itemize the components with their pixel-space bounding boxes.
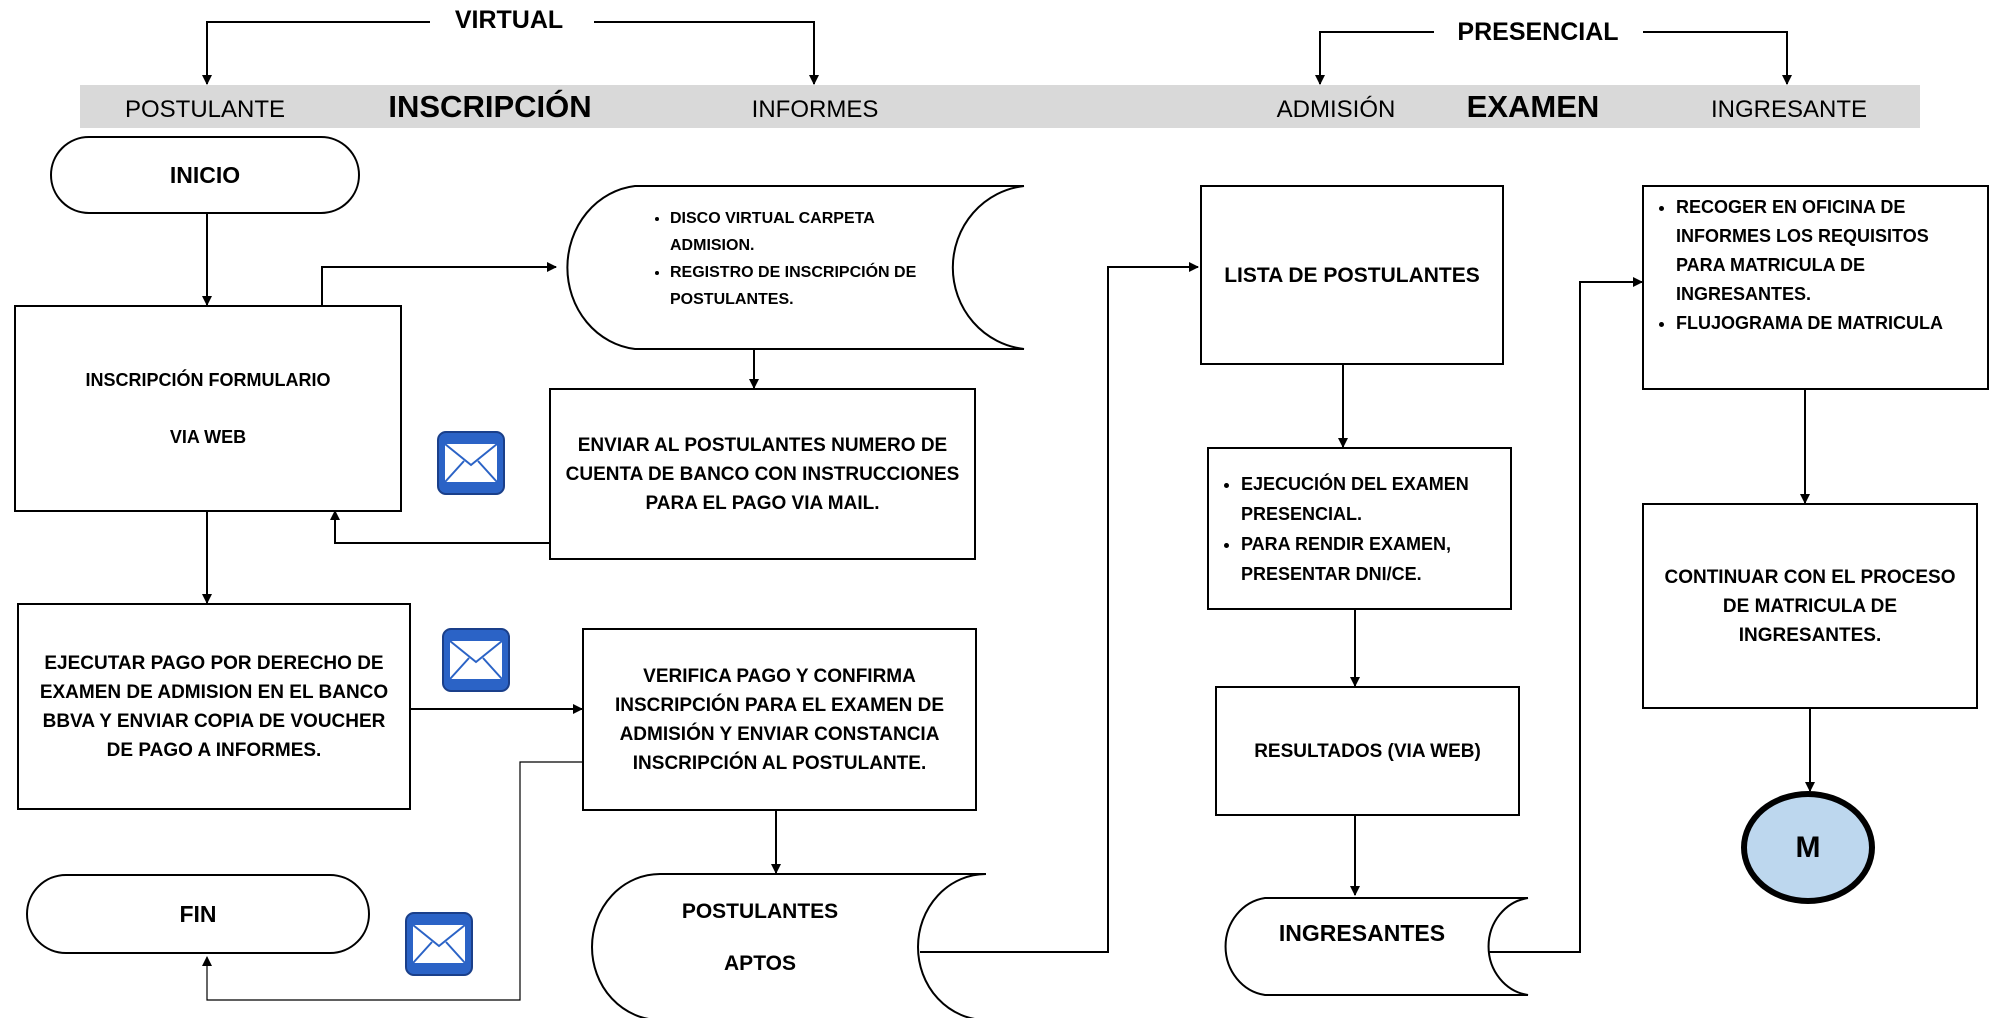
form-label-line2: VIA WEB [169, 426, 247, 447]
process-enviar-cuenta: ENVIAR AL POSTULANTES NUMERO DE CUENTA D… [549, 388, 976, 560]
process-continuar-matricula: CONTINUAR CON EL PROCESO DE MATRICULA DE… [1642, 503, 1978, 709]
header-presencial: PRESENCIAL [1451, 18, 1625, 47]
terminal-inicio: INICIO [50, 136, 360, 214]
enviar-label: ENVIAR AL POSTULANTES NUMERO DE CUENTA D… [565, 434, 960, 514]
terminal-fin: FIN [26, 874, 370, 954]
process-resultados: RESULTADOS (VIA WEB) [1215, 686, 1520, 816]
arrow-enviar-form [330, 510, 549, 544]
inicio-label: INICIO [169, 161, 241, 188]
stored-data-ingresantes-shape [1224, 897, 1529, 996]
recoger-item: RECOGER EN OFICINA DE INFORMES LOS REQUI… [1676, 193, 1977, 309]
lista-label: LISTA DE POSTULANTES [1224, 263, 1480, 287]
aptos-text: POSTULANTES APTOS [640, 900, 880, 976]
mail-icon [437, 431, 505, 495]
arrow-virtual-left [202, 21, 430, 85]
band-label-ingresante: INGRESANTE [1710, 96, 1868, 123]
fin-label: FIN [179, 900, 217, 927]
header-band [80, 85, 1920, 128]
ejecucion-item: PARA RENDIR EXAMEN, PRESENTAR DNI/CE. [1241, 529, 1500, 589]
arrow-ingresantes-recoger [1475, 277, 1643, 953]
ingresantes-text: INGRESANTES [1262, 920, 1462, 947]
arrow-presencial-left [1315, 31, 1434, 85]
stored-data-aptos-shape [591, 873, 987, 1018]
band-label-admision: ADMISIÓN [1276, 96, 1396, 123]
disco-item: DISCO VIRTUAL CARPETA ADMISION. [670, 205, 918, 259]
arrow-virtual-right [594, 21, 819, 85]
recoger-item: FLUJOGRAMA DE MATRICULA [1676, 309, 1977, 338]
ejecucion-item: EJECUCIÓN DEL EXAMEN PRESENCIAL. [1241, 469, 1500, 529]
arrow-form-disco [321, 262, 557, 305]
header-virtual: VIRTUAL [448, 6, 570, 35]
arrow-presencial-right [1643, 31, 1792, 85]
process-recoger-requisitos: RECOGER EN OFICINA DE INFORMES LOS REQUI… [1642, 185, 1989, 390]
process-ejecutar-pago: EJECUTAR PAGO POR DERECHO DE EXAMEN DE A… [17, 603, 411, 810]
form-label-line1: INSCRIPCIÓN FORMULARIO [85, 369, 331, 390]
connector-m: M [1741, 791, 1875, 904]
resultados-label: RESULTADOS (VIA WEB) [1254, 740, 1481, 762]
stored-data-disco-shape [566, 185, 1025, 350]
band-label-informes: INFORMES [751, 96, 879, 123]
verifica-label: VERIFICA PAGO Y CONFIRMA INSCRIPCIÓN PAR… [614, 665, 945, 774]
aptos-label-line1: POSTULANTES [681, 900, 839, 923]
process-ejecucion-examen: EJECUCIÓN DEL EXAMEN PRESENCIAL. PARA RE… [1207, 447, 1512, 610]
line-verifica-fin [202, 761, 582, 1001]
band-label-inscripcion: INSCRIPCIÓN [388, 89, 592, 124]
disco-text: DISCO VIRTUAL CARPETA ADMISION. REGISTRO… [648, 205, 918, 313]
band-label-postulante: POSTULANTE [124, 96, 286, 123]
process-lista-postulantes: LISTA DE POSTULANTES [1200, 185, 1504, 365]
mail-icon [442, 628, 510, 692]
connector-m-label: M [1795, 830, 1821, 864]
aptos-label-line2: APTOS [724, 952, 796, 975]
continuar-label: CONTINUAR CON EL PROCESO DE MATRICULA DE… [1664, 566, 1956, 646]
process-verifica-pago: VERIFICA PAGO Y CONFIRMA INSCRIPCIÓN PAR… [582, 628, 977, 811]
mail-icon [405, 912, 473, 976]
ejecutar-pago-label: EJECUTAR PAGO POR DERECHO DE EXAMEN DE A… [39, 652, 389, 761]
band-label-examen: EXAMEN [1466, 89, 1600, 124]
process-inscripcion-formulario: INSCRIPCIÓN FORMULARIO VIA WEB [14, 305, 402, 512]
ingresantes-label: INGRESANTES [1278, 920, 1446, 946]
disco-item: REGISTRO DE INSCRIPCIÓN DE POSTULANTES. [670, 259, 918, 313]
arrow-aptos-lista [920, 262, 1199, 953]
